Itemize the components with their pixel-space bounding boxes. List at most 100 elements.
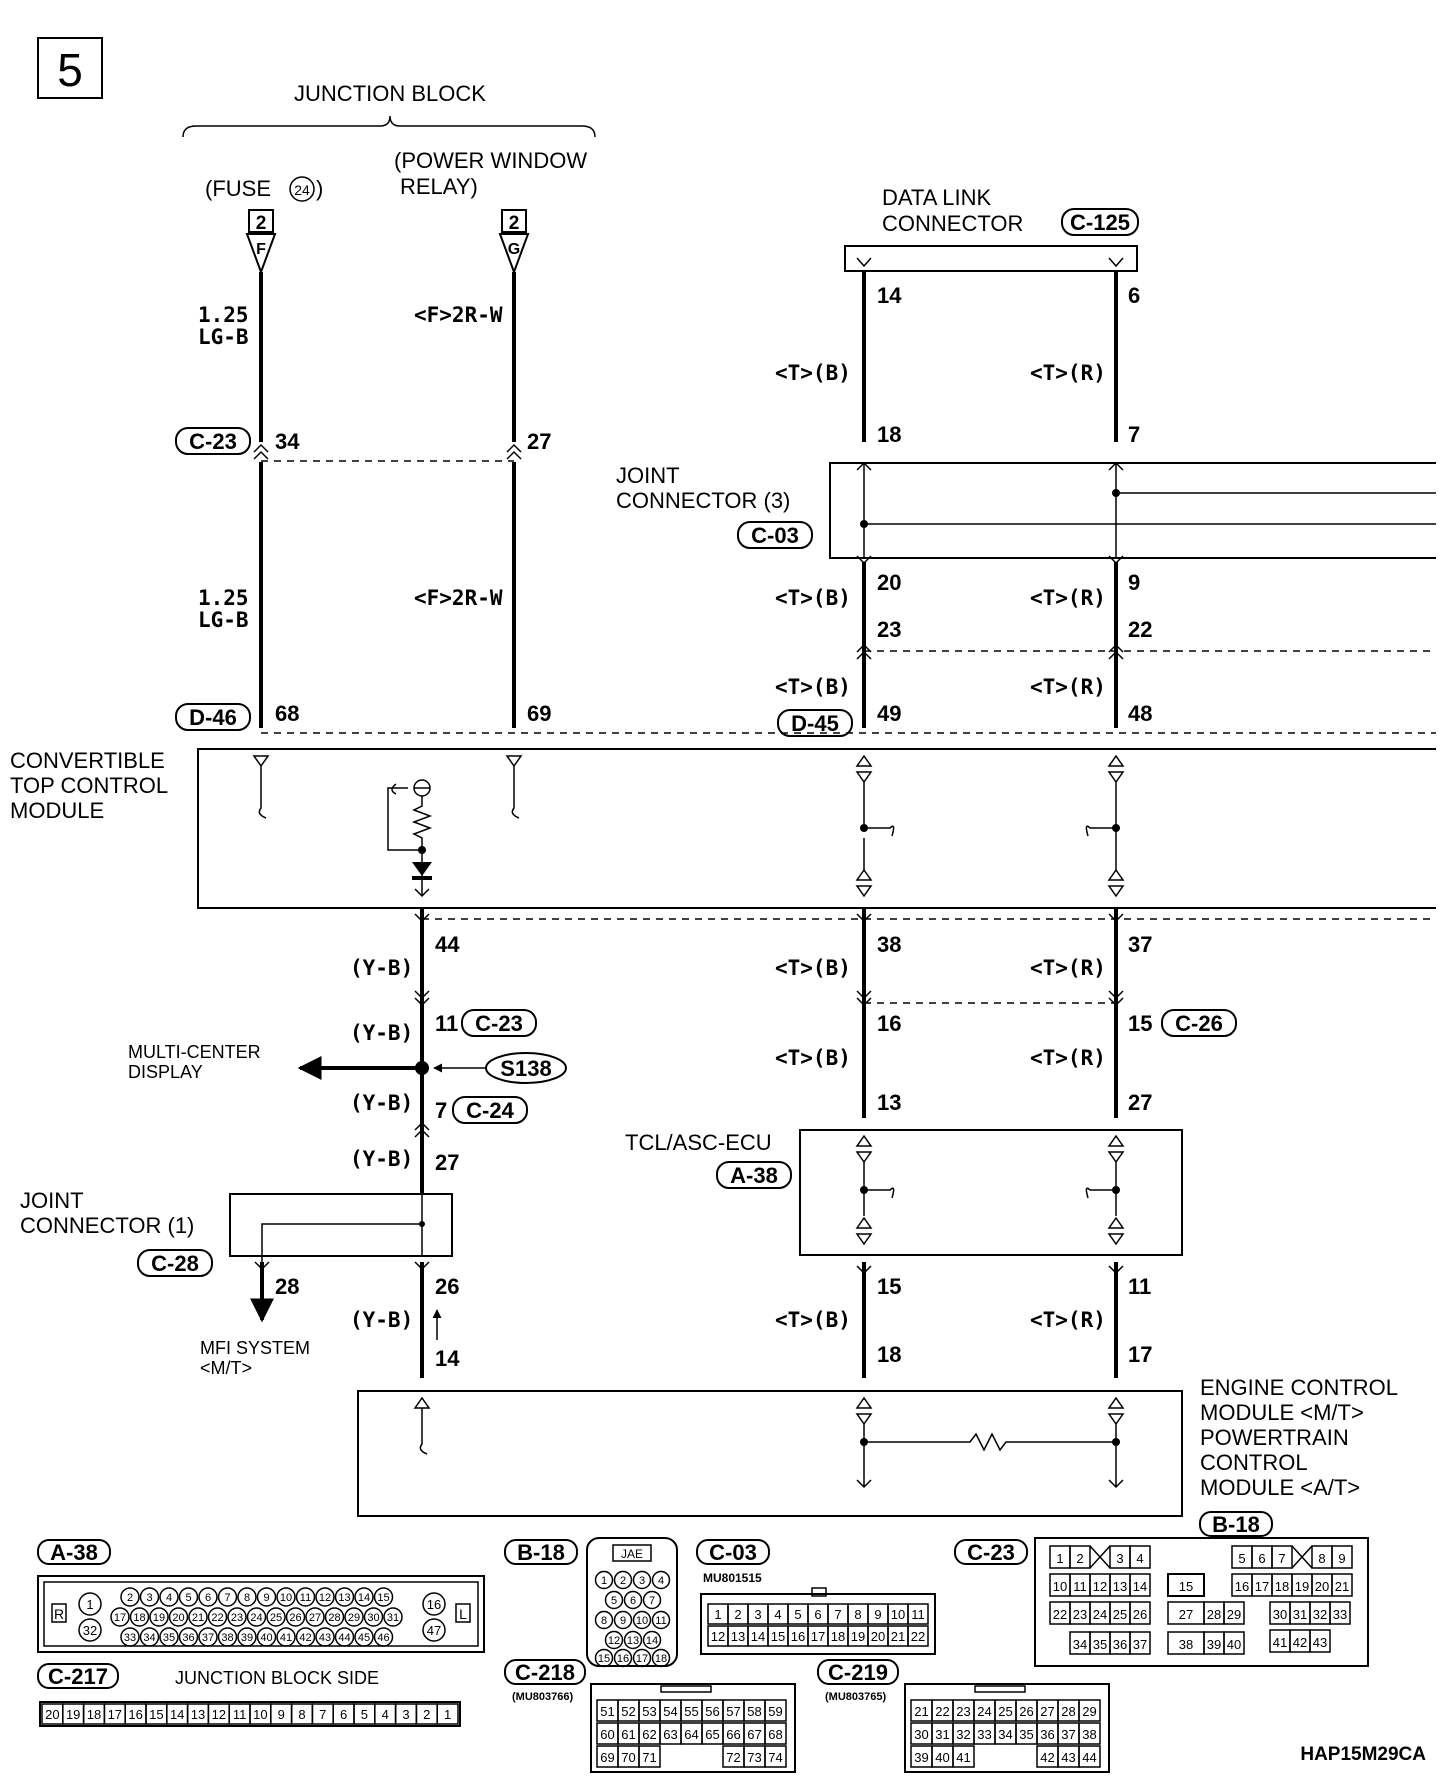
a38-body [37, 1575, 485, 1653]
pin-circle [594, 1648, 614, 1668]
pin-number: 18 [133, 1612, 145, 1624]
pin-number: 5 [361, 1707, 368, 1722]
pw-relay-line2: RELAY) [400, 174, 478, 199]
pin-right-22: 22 [1128, 617, 1152, 642]
wire-gauge-bottom: 1.25 [198, 586, 249, 610]
pin-number: 37 [1061, 1727, 1075, 1742]
pin-number: 4 [1136, 1551, 1143, 1566]
pin-number: 60 [600, 1727, 614, 1742]
pin-number: 10 [636, 1615, 648, 1627]
connector-c24-badge [452, 1096, 528, 1124]
pin-number: 25 [270, 1612, 282, 1624]
pin-circle [373, 1627, 394, 1647]
pin-right-11: 11 [1128, 1274, 1151, 1299]
pin-number: 25 [1113, 1607, 1127, 1622]
connector-d45: D-45 [791, 711, 839, 736]
connector-d45-badge [777, 709, 853, 737]
pin-number: 72 [726, 1750, 740, 1765]
pin-circle [227, 1607, 247, 1627]
pin-14: 14 [435, 1346, 460, 1371]
pin-number: 46 [377, 1632, 389, 1644]
connector-c23-top: C-23 [189, 429, 237, 454]
pin-number: 67 [747, 1727, 761, 1742]
pin-circle [315, 1587, 335, 1607]
wire-f2rw-top: <F>2R-W [414, 303, 503, 327]
pin-number: 7 [319, 1707, 326, 1722]
pin-c23-27: 27 [527, 429, 551, 454]
pin-right-48: 48 [1128, 701, 1152, 726]
wire-tr-low2: <T>(R) [1030, 1046, 1106, 1070]
ecm-line1: ENGINE CONTROL [1200, 1375, 1398, 1400]
pin-circle [613, 1570, 633, 1590]
fuse-number-circle [289, 176, 315, 202]
pin-number: 38 [221, 1632, 233, 1644]
pin-number: 23 [1073, 1607, 1087, 1622]
pin-number: 26 [1019, 1704, 1033, 1719]
connector-c26-badge [1161, 1009, 1237, 1037]
connector-c219-view-label: C-219 [828, 1660, 888, 1685]
pin-left-18: 18 [877, 422, 901, 447]
pin-number: 57 [726, 1704, 740, 1719]
pin-number: 19 [851, 1629, 865, 1644]
pin-cell [1331, 1573, 1353, 1597]
connector-c125: C-125 [1070, 210, 1130, 235]
pin-number: 21 [192, 1612, 204, 1624]
pin-circle [295, 1587, 316, 1607]
connector-c23-low: C-23 [475, 1011, 523, 1036]
pin-circle [373, 1587, 394, 1607]
pin-circle [178, 1627, 199, 1647]
pin-cell [436, 1703, 459, 1725]
pin-d46-68: 68 [275, 701, 299, 726]
terminal-f-num: 2 [256, 213, 267, 234]
pin-number: 20 [871, 1629, 885, 1644]
pin-circle [334, 1627, 355, 1647]
pin-number: 71 [642, 1750, 656, 1765]
pin-number: 16 [128, 1707, 142, 1722]
wire-tb-mid2: <T>(B) [775, 675, 851, 699]
connector-c23-view-label: C-23 [967, 1540, 1015, 1565]
pin-number: 3 [754, 1607, 761, 1622]
svg-text:L: L [459, 1606, 467, 1622]
joint3-line1: JOINT [616, 463, 680, 488]
pin-circle [632, 1570, 652, 1590]
pin-number: 36 [1113, 1637, 1127, 1652]
c217-caption: JUNCTION BLOCK SIDE [175, 1668, 379, 1688]
terminal-g-triangle [498, 233, 530, 275]
pin-number: 41 [1273, 1635, 1287, 1650]
pin-number: 29 [348, 1612, 360, 1624]
pin-number: 16 [617, 1653, 629, 1665]
pin-number: 4 [658, 1575, 664, 1587]
pin-number: 19 [1295, 1579, 1309, 1594]
pin-number: 16 [791, 1629, 805, 1644]
pin-right-15: 15 [1128, 1011, 1152, 1036]
pin-number: 20 [1315, 1579, 1329, 1594]
pin-circle [217, 1587, 238, 1607]
pin-27: 27 [435, 1150, 459, 1175]
pin-number: 27 [309, 1612, 321, 1624]
pin-number: 34 [998, 1727, 1012, 1742]
connector-b18b-view-label: B-18 [1212, 1512, 1260, 1537]
tcl-internal [855, 1134, 1125, 1246]
pin-circle [604, 1590, 624, 1610]
pin-number: 21 [914, 1704, 928, 1719]
pin-circle [120, 1587, 140, 1607]
pin-number: 6 [1258, 1551, 1265, 1566]
wire-gauge-top: 1.25 [198, 303, 249, 327]
joint3-box [829, 462, 1436, 559]
pin-right-37: 37 [1128, 932, 1152, 957]
pin-circle [613, 1648, 633, 1668]
pin-26: 26 [435, 1274, 459, 1299]
pin-number: 15 [598, 1653, 610, 1665]
pin-number: 9 [620, 1615, 626, 1627]
pin-number: 16 [1235, 1579, 1249, 1594]
pin-number: 43 [1061, 1750, 1075, 1765]
pin-circle [315, 1627, 335, 1647]
svg-text:JAE: JAE [621, 1547, 643, 1561]
pin-number: 16 [427, 1597, 441, 1612]
pin-cell [1129, 1545, 1151, 1569]
pin-number: 1 [601, 1575, 607, 1587]
pin-number: 27 [1040, 1704, 1054, 1719]
pin-left-49: 49 [877, 701, 901, 726]
pin-circle [642, 1630, 662, 1650]
